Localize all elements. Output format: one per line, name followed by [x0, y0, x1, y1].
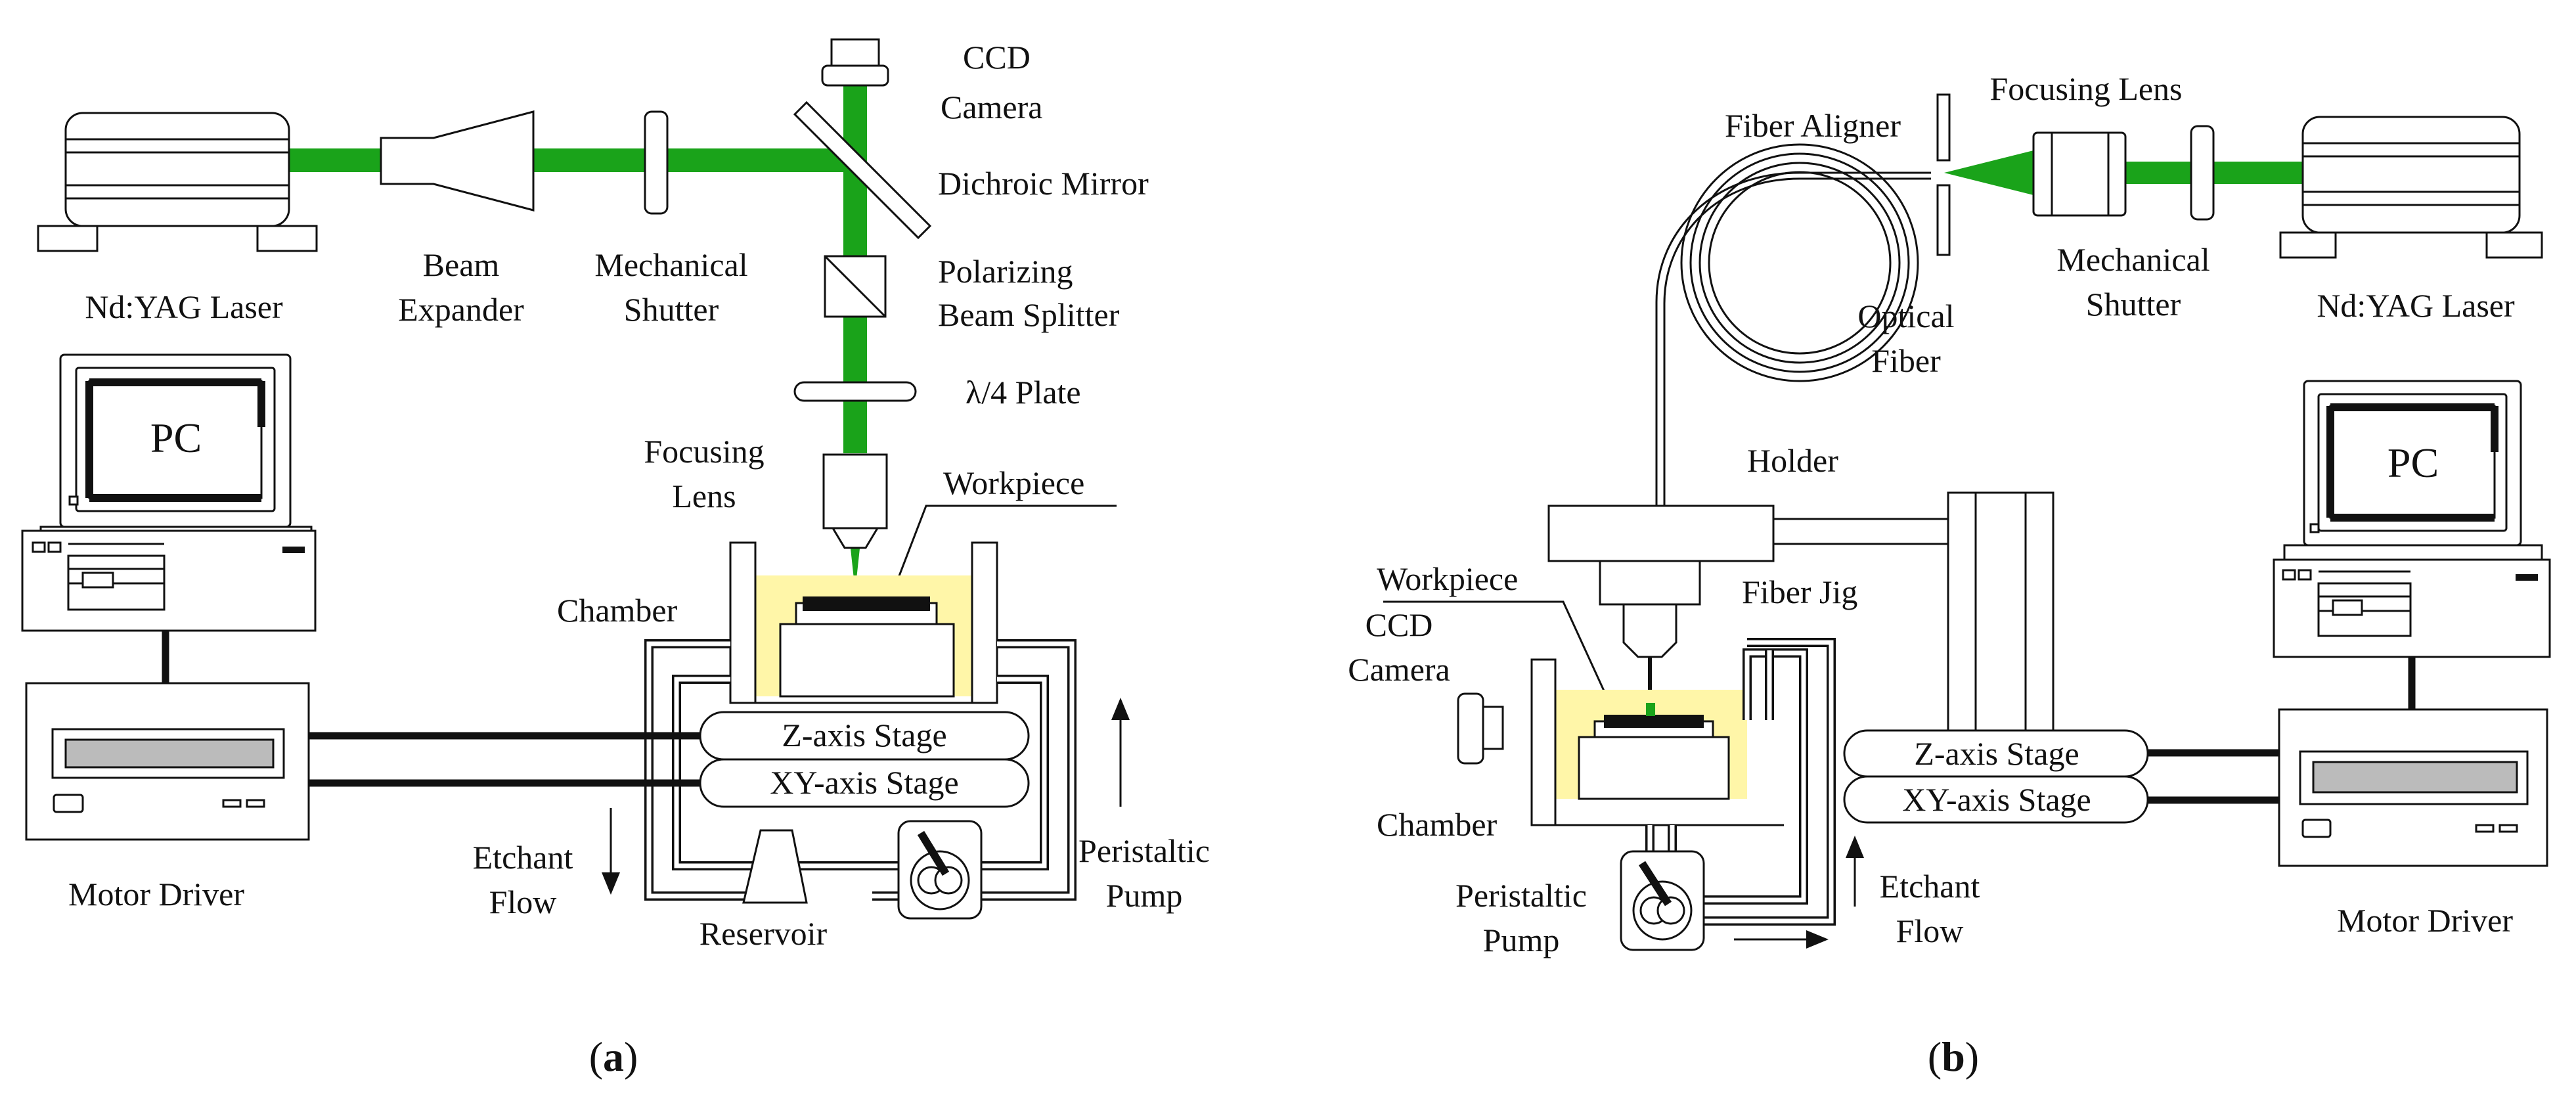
beam-expander-label-1: Beam	[423, 246, 500, 283]
panel-a: Nd:YAG Laser Beam Expander Mechanical Sh…	[21, 38, 1210, 1080]
ccd-label-b-1: CCD	[1366, 606, 1433, 643]
etchant-label-b-1: Etchant	[1880, 868, 1980, 905]
pbs-label-1: Polarizing	[938, 253, 1073, 290]
motor-driver-icon	[25, 682, 310, 841]
focusing-label-1: Focusing	[644, 433, 764, 470]
pc-icon	[21, 353, 317, 632]
reservoir-icon	[742, 829, 808, 904]
holder-icon	[1547, 491, 2054, 742]
fiber-aligner-label: Fiber Aligner	[1725, 107, 1901, 144]
focusing-label-2: Lens	[672, 478, 736, 514]
pump-label-2: Pump	[1106, 877, 1183, 914]
etchant-flow-arrows-b	[1734, 836, 1864, 949]
pc-icon-b	[2273, 380, 2551, 658]
fiber-jig-icon	[1599, 560, 1701, 709]
chamber-label-b: Chamber	[1377, 806, 1498, 843]
objective-lens-icon	[822, 453, 888, 549]
pbs-label-2: Beam Splitter	[938, 296, 1120, 333]
caption-a: (a)	[589, 1033, 638, 1080]
etchant-tubing-b	[1645, 638, 1836, 926]
focusing-label-b: Focusing Lens	[1989, 70, 2182, 107]
nd-yag-laser-icon	[37, 112, 318, 252]
holder-label: Holder	[1747, 442, 1838, 479]
z-stage-label: Z-axis Stage	[782, 717, 946, 753]
ccd-label-2: Camera	[941, 89, 1042, 125]
shutter-label-2: Shutter	[624, 291, 719, 328]
ccd-camera-icon	[821, 38, 889, 87]
caption-b: (b)	[1928, 1033, 1979, 1080]
quarter-wave-plate-icon	[793, 381, 917, 402]
shutter-label-1: Mechanical	[594, 246, 747, 283]
etchant-label-1: Etchant	[473, 839, 573, 876]
focusing-lens-icon-b	[2032, 131, 2127, 217]
xy-stage-label: XY-axis Stage	[770, 764, 958, 801]
etching-chamber	[729, 541, 998, 704]
panel-b: Nd:YAG Laser Mechanical Shutter Focusing…	[1348, 70, 2551, 1080]
workpiece-label: Workpiece	[943, 464, 1084, 501]
pc-label-b: PC	[2387, 439, 2439, 486]
etchant-flow-arrows	[602, 698, 1130, 895]
pump-label-1: Peristaltic	[1078, 832, 1210, 869]
fiber-aligner-icon	[1936, 93, 1951, 256]
shutter-icon	[644, 110, 669, 215]
dichroic-label: Dichroic Mirror	[938, 165, 1149, 202]
peristaltic-pump-icon-b	[1620, 850, 1705, 951]
pump-label-b-1: Peristaltic	[1455, 877, 1587, 914]
laser-label: Nd:YAG Laser	[85, 288, 283, 325]
beam-expander-icon	[380, 110, 535, 212]
pc-label: PC	[150, 415, 202, 461]
shutter-label-b-1: Mechanical	[2056, 241, 2210, 278]
ccd-label-1: CCD	[963, 39, 1031, 76]
workpiece-icon	[803, 596, 930, 611]
ccd-camera-icon-b	[1457, 692, 1504, 765]
beam-expander-label-2: Expander	[398, 291, 524, 328]
nd-yag-laser-icon-b	[2279, 116, 2543, 259]
etchant-label-2: Flow	[489, 884, 557, 920]
fiber-jig-label: Fiber Jig	[1742, 573, 1857, 610]
motor-driver-label-b: Motor Driver	[2337, 902, 2513, 939]
reservoir-label: Reservoir	[700, 915, 828, 952]
fiber-label-2: Fiber	[1871, 342, 1941, 379]
peristaltic-pump-icon	[897, 820, 983, 920]
workpiece-icon-b	[1604, 715, 1704, 728]
beam-splitter-icon	[824, 255, 887, 318]
z-stage-label-b: Z-axis Stage	[1914, 735, 2079, 772]
xy-stage-label-b: XY-axis Stage	[1902, 781, 2091, 818]
shutter-icon-b	[2190, 125, 2215, 221]
pump-label-b-2: Pump	[1483, 922, 1560, 958]
plate-label: λ/4 Plate	[966, 374, 1081, 411]
laser-beam-path-b	[1944, 150, 2304, 196]
motor-driver-icon-b	[2278, 708, 2548, 867]
etchant-label-b-2: Flow	[1896, 912, 1964, 949]
etching-chamber-b	[1530, 658, 1784, 826]
workpiece-label-b: Workpiece	[1377, 560, 1518, 597]
motor-driver-label: Motor Driver	[68, 876, 244, 912]
fiber-label-1: Optical	[1857, 298, 1954, 334]
ccd-label-b-2: Camera	[1348, 651, 1450, 688]
optical-fiber-coil	[1655, 143, 1931, 506]
shutter-label-b-2: Shutter	[2086, 286, 2181, 323]
dichroic-mirror-icon	[793, 101, 932, 240]
chamber-label: Chamber	[557, 592, 678, 629]
laser-label-b: Nd:YAG Laser	[2317, 287, 2515, 324]
laser-beam-path	[289, 72, 867, 591]
